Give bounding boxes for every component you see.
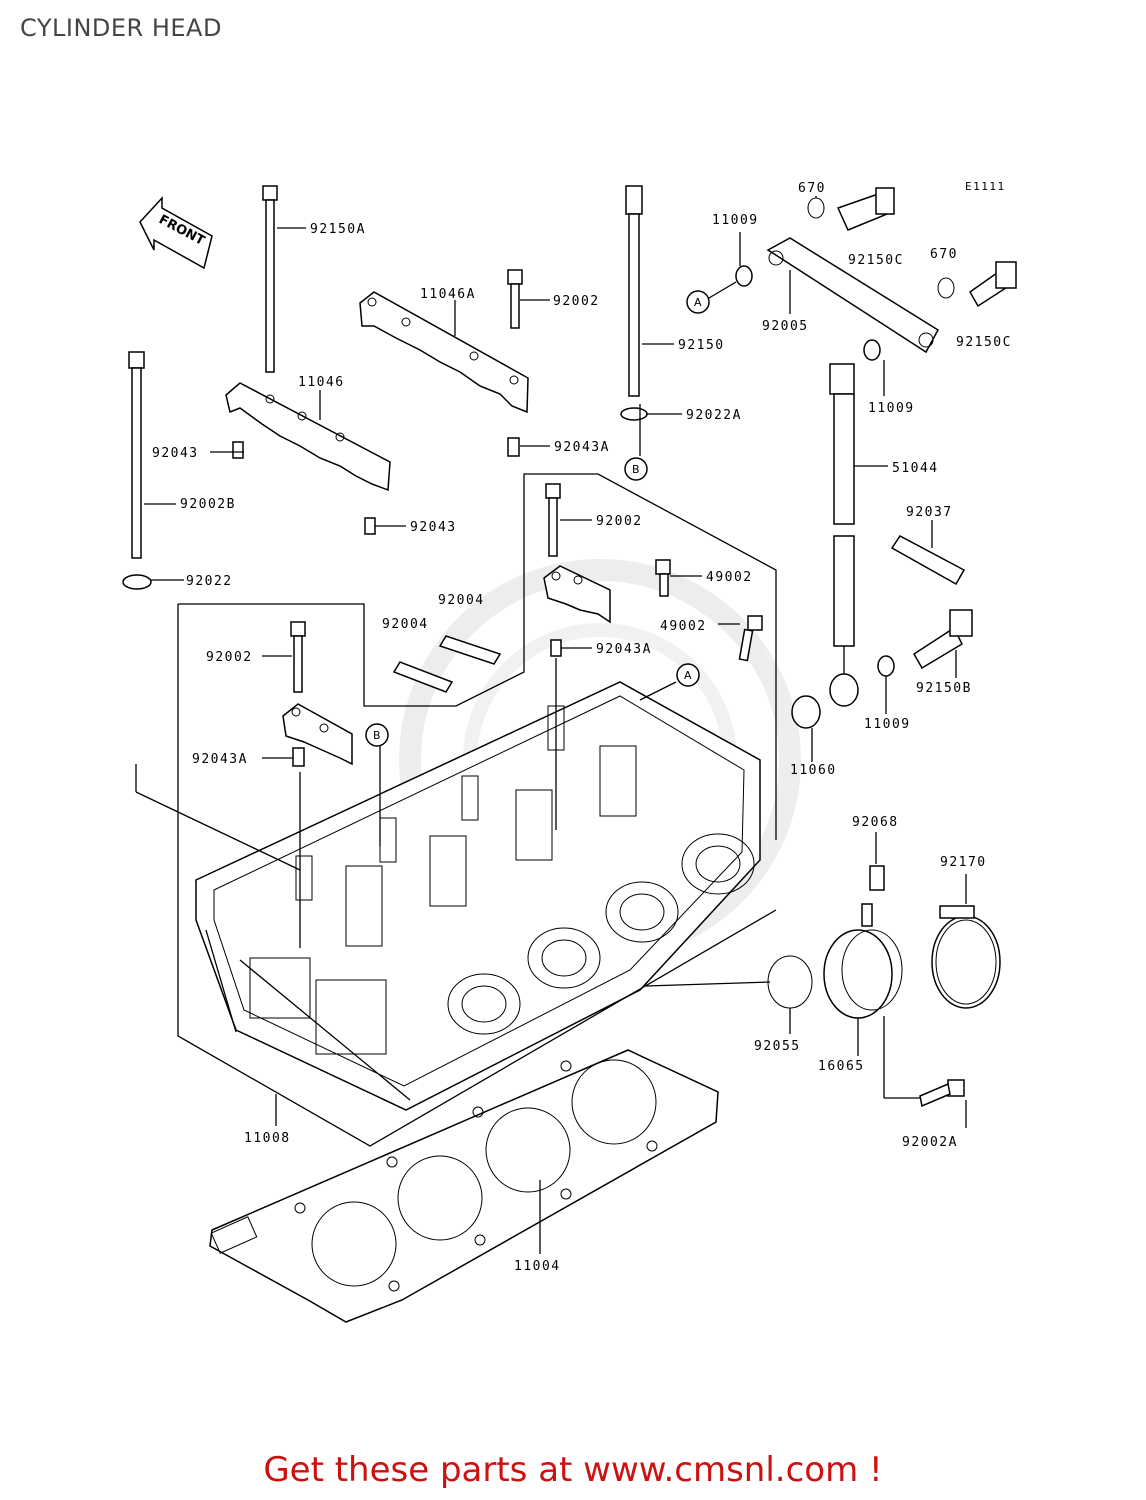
part-label: 92150B: [916, 681, 972, 696]
washer-11009-c-icon: [877, 655, 895, 677]
leader-lines: [135, 196, 967, 1254]
part-label: 92002: [596, 514, 643, 529]
part-label: 11046A: [420, 287, 476, 302]
part-label: 11009: [868, 401, 915, 416]
part-labels: 92150A 11046A 92002 92150 11009 670 9215…: [152, 181, 1012, 1274]
part-label: 92043A: [554, 440, 610, 455]
oil-pipe-51044-icon: [829, 363, 859, 707]
part-label: 92022: [186, 574, 233, 589]
part-label: 16065: [818, 1059, 865, 1074]
bolt-92002-top-icon: [507, 269, 523, 329]
bolt-92150-icon: [625, 185, 643, 397]
page-title: CYLINDER HEAD: [20, 14, 222, 42]
callout-b-top-label: B: [632, 463, 640, 476]
promo-banner[interactable]: Get these parts at www.cmsnl.com !: [263, 1450, 883, 1490]
washer-11009-a-icon: [735, 265, 753, 287]
part-label: 670: [798, 181, 826, 196]
banjo-bolt-92150B-icon: [912, 609, 973, 670]
bolt-92002-left-icon: [290, 621, 306, 693]
clamp-92037-icon: [890, 535, 966, 586]
part-label: 92055: [754, 1039, 801, 1054]
callout-b-head: [365, 723, 389, 747]
reference-code: E1111: [965, 180, 1006, 193]
part-label: 49002: [660, 619, 707, 634]
dowel-92043-a-icon: [232, 441, 244, 459]
part-label: 11009: [712, 213, 759, 228]
part-label: 51044: [892, 461, 939, 476]
washer-92022A-icon: [620, 407, 648, 421]
fitting-49002-a-icon: [655, 559, 671, 597]
part-label: 49002: [706, 570, 753, 585]
bolt-92002B-icon: [128, 351, 145, 559]
part-label: 92043: [152, 446, 199, 461]
callout-a-head: [676, 663, 700, 687]
fitting-49002-b-icon: [738, 615, 763, 662]
stud-92004-a-icon: [438, 635, 502, 665]
part-label: 92043A: [192, 752, 248, 767]
front-arrow-icon: FRONT: [139, 196, 213, 270]
dowel-92043A-b-icon: [550, 639, 562, 657]
holder-16065-icon: [823, 903, 903, 1019]
washer-92022-icon: [122, 574, 152, 590]
part-label: 92043: [410, 520, 457, 535]
bolt-92150A-icon: [262, 185, 278, 373]
cap-small-mid-icon: [543, 565, 611, 624]
part-label: 92150C: [956, 335, 1012, 350]
part-label: 92002A: [902, 1135, 958, 1150]
part-label: 11009: [864, 717, 911, 732]
callout-b-top: [624, 457, 648, 481]
part-label: 11004: [514, 1259, 561, 1274]
banjo-bolt-92150C-a-icon: [836, 187, 895, 231]
dowel-92043A-c-icon: [292, 747, 305, 767]
camshaft-cap-11046-icon: [225, 382, 391, 492]
parts-diagram: FRONT E1111: [122, 180, 1017, 1323]
stud-92004-b-icon: [392, 661, 454, 693]
callout-b-head-label: B: [373, 729, 381, 742]
part-label: 92037: [906, 505, 953, 520]
clamp-92170-icon: [931, 905, 1001, 1009]
part-label: 11008: [244, 1131, 291, 1146]
bolt-92002A-icon: [919, 1079, 965, 1108]
part-label: 92022A: [686, 408, 742, 423]
part-label: 92005: [762, 319, 809, 334]
part-label: 92150: [678, 338, 725, 353]
part-label: 92068: [852, 815, 899, 830]
part-label: 92002: [553, 294, 600, 309]
cap-small-left-icon: [282, 703, 353, 766]
washer-11009-b-icon: [863, 339, 881, 361]
oring-670-b-icon: [937, 277, 955, 299]
part-label: 92150C: [848, 253, 904, 268]
part-label: 11060: [790, 763, 837, 778]
banjo-bolt-92150C-b-icon: [969, 261, 1017, 308]
part-label: 670: [930, 247, 958, 262]
part-label: 92002B: [180, 497, 236, 512]
part-label: 11046: [298, 375, 345, 390]
oil-pipe-92005-icon: [766, 237, 939, 354]
part-label: 92004: [382, 617, 429, 632]
camshaft-cap-11046A-icon: [359, 291, 529, 414]
oring-92055-icon: [767, 955, 813, 1009]
part-label: 92004: [438, 593, 485, 608]
part-label: 92170: [940, 855, 987, 870]
dowel-92043-b-icon: [364, 517, 376, 535]
oring-670-a-icon: [807, 197, 825, 219]
callout-a-top: [686, 290, 710, 314]
dowel-92043A-a-icon: [507, 437, 520, 457]
callout-a-head-label: A: [684, 669, 692, 682]
callout-a-top-label: A: [694, 296, 702, 309]
part-label: 92043A: [596, 642, 652, 657]
cap-92068-icon: [869, 865, 885, 891]
bolt-92002-mid-icon: [545, 483, 561, 557]
head-gasket-11004-icon: [209, 1049, 719, 1323]
cylinder-head-11008-icon: [195, 681, 761, 1111]
collar-11060-icon: [791, 695, 821, 729]
part-label: 92002: [206, 650, 253, 665]
part-label: 92150A: [310, 222, 366, 237]
